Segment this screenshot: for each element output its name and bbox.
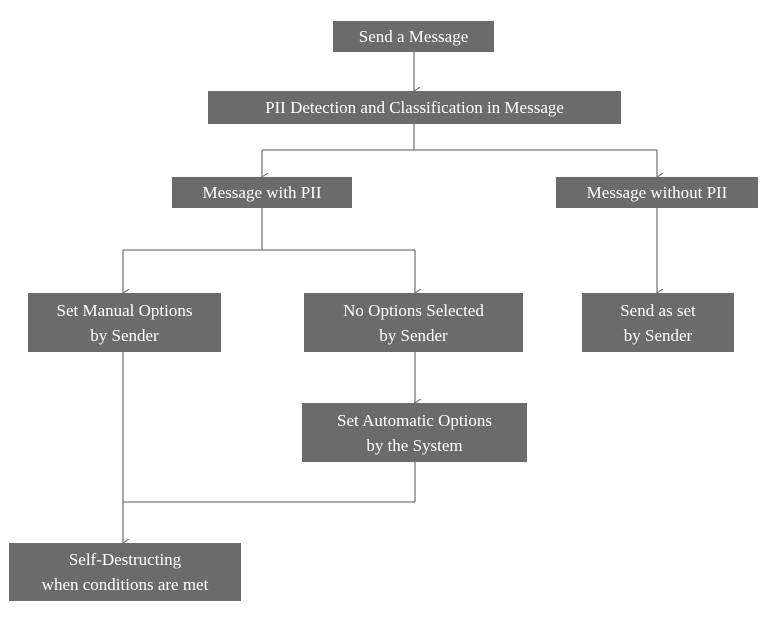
manual-options-box: Set Manual Options by Sender [28,293,221,352]
manual-options-line-1: Set Manual Options [56,300,193,320]
self-destructing-box: Self-Destructing when conditions are met [9,543,241,601]
no-options-box: No Options Selected by Sender [304,293,523,352]
automatic-options-line-2: by the System [366,435,463,455]
automatic-options-box: Set Automatic Options by the System [302,403,527,462]
no-options-line-2: by Sender [379,325,448,345]
self-destructing-line-1: Self-Destructing [68,550,182,569]
self-destructing-line-2: when conditions are met [41,575,209,594]
send-as-set-line-2: by Sender [623,325,693,345]
send-as-set-line-1: Send as set [620,300,696,320]
pii-detection-text: PII Detection and Classification in Mess… [265,98,564,117]
message-with-pii-text: Message with PII [202,183,322,202]
manual-options-line-2: by Sender [90,325,159,345]
pii-detection-box: PII Detection and Classification in Mess… [208,91,621,124]
message-with-pii-box: Message with PII [172,177,352,208]
send-message-text: Send a Message [358,27,469,46]
no-options-line-1: No Options Selected [343,300,484,320]
send-message-box: Send a Message [333,21,494,52]
message-without-pii-text: Message without PII [586,183,728,202]
automatic-options-line-1: Set Automatic Options [337,410,492,430]
send-as-set-box: Send as set by Sender [582,293,734,352]
message-without-pii-box: Message without PII [556,177,758,208]
